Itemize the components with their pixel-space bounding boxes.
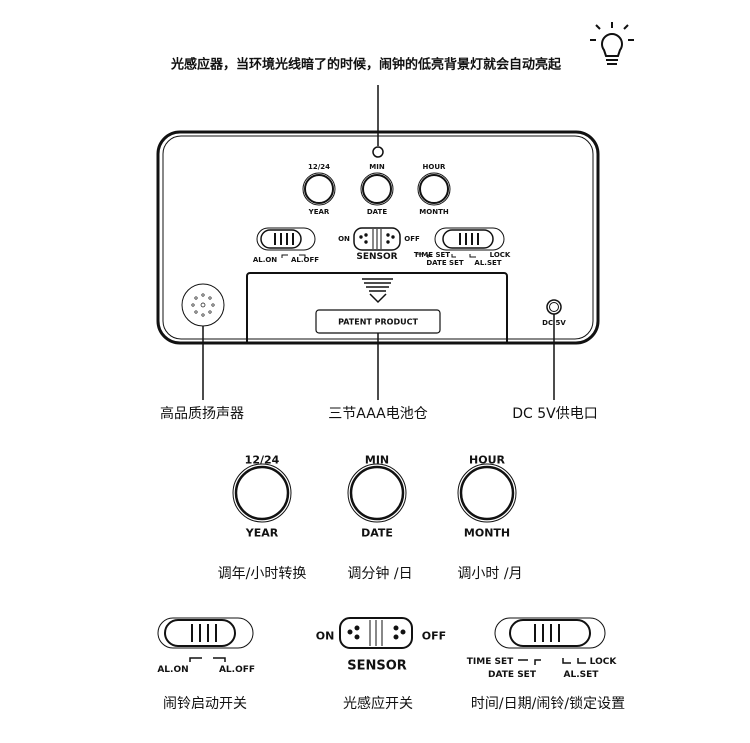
knob2-desc: 调分钟 /日 <box>347 566 413 582</box>
date-set-label: DATE SET <box>426 259 464 267</box>
knob2-top: MIN <box>364 453 390 467</box>
knob3-desc: 调小时 /月 <box>457 566 523 582</box>
d-al-on: AL.ON <box>157 665 189 675</box>
sensor-caption: 光感应器，当环境光线暗了的时候，闹钟的低亮背景灯就会自动亮起 <box>170 57 562 73</box>
al-off-label: AL.OFF <box>290 256 320 264</box>
sensor-on-label: ON <box>338 235 350 243</box>
speaker-grille <box>181 283 225 327</box>
knob1-top: 12/24 <box>244 453 280 467</box>
btn3-bottom-label: MONTH <box>419 208 449 216</box>
btn1-top-label: 12/24 <box>307 163 331 171</box>
light-sensor <box>372 146 384 158</box>
d-time-set: TIME SET <box>466 657 514 667</box>
battery-callout: 三节AAA电池仓 <box>328 406 428 422</box>
d-sensor-on: ON <box>315 629 335 643</box>
knob1-desc: 调年/小时转换 <box>217 566 307 582</box>
d-date-set: DATE SET <box>488 670 536 680</box>
knob3-top: HOUR <box>469 453 505 467</box>
btn1-bottom-label: YEAR <box>308 208 330 216</box>
d-sensor-desc: 光感应开关 <box>343 696 413 712</box>
d-alarm-desc: 闹铃启动开关 <box>163 696 247 712</box>
sensor-label: SENSOR <box>356 252 398 262</box>
al-on-label: AL.ON <box>252 256 278 264</box>
d-al-off: AL.OFF <box>218 665 256 675</box>
btn2-bottom-label: DATE <box>366 208 388 216</box>
sensor-off-label: OFF <box>404 235 420 243</box>
dc-jack <box>546 299 562 315</box>
al-set-label: AL.SET <box>474 259 502 267</box>
btn2-top-label: MIN <box>369 163 385 171</box>
time-set-label: TIME SET <box>413 251 451 259</box>
light-bulb-icon <box>590 22 634 65</box>
d-lock: LOCK <box>589 657 617 667</box>
panel-outline <box>156 130 600 345</box>
d-mode-desc: 时间/日期/闹铃/锁定设置 <box>470 696 626 712</box>
knob1-bottom: YEAR <box>245 526 279 540</box>
dc-label: DC 5V <box>542 319 566 327</box>
speaker-callout: 高品质扬声器 <box>160 406 244 422</box>
d-sensor-label: SENSOR <box>347 658 407 674</box>
patent-label: PATENT PRODUCT <box>338 317 418 327</box>
battery-cover <box>246 272 508 342</box>
power-callout: DC 5V供电口 <box>512 406 598 422</box>
btn3-top-label: HOUR <box>422 163 446 171</box>
knob2-bottom: DATE <box>361 526 393 540</box>
lock-label: LOCK <box>489 251 511 259</box>
d-al-set: AL.SET <box>563 670 599 680</box>
knob3-bottom: MONTH <box>463 526 511 540</box>
d-sensor-off: OFF <box>421 629 447 643</box>
